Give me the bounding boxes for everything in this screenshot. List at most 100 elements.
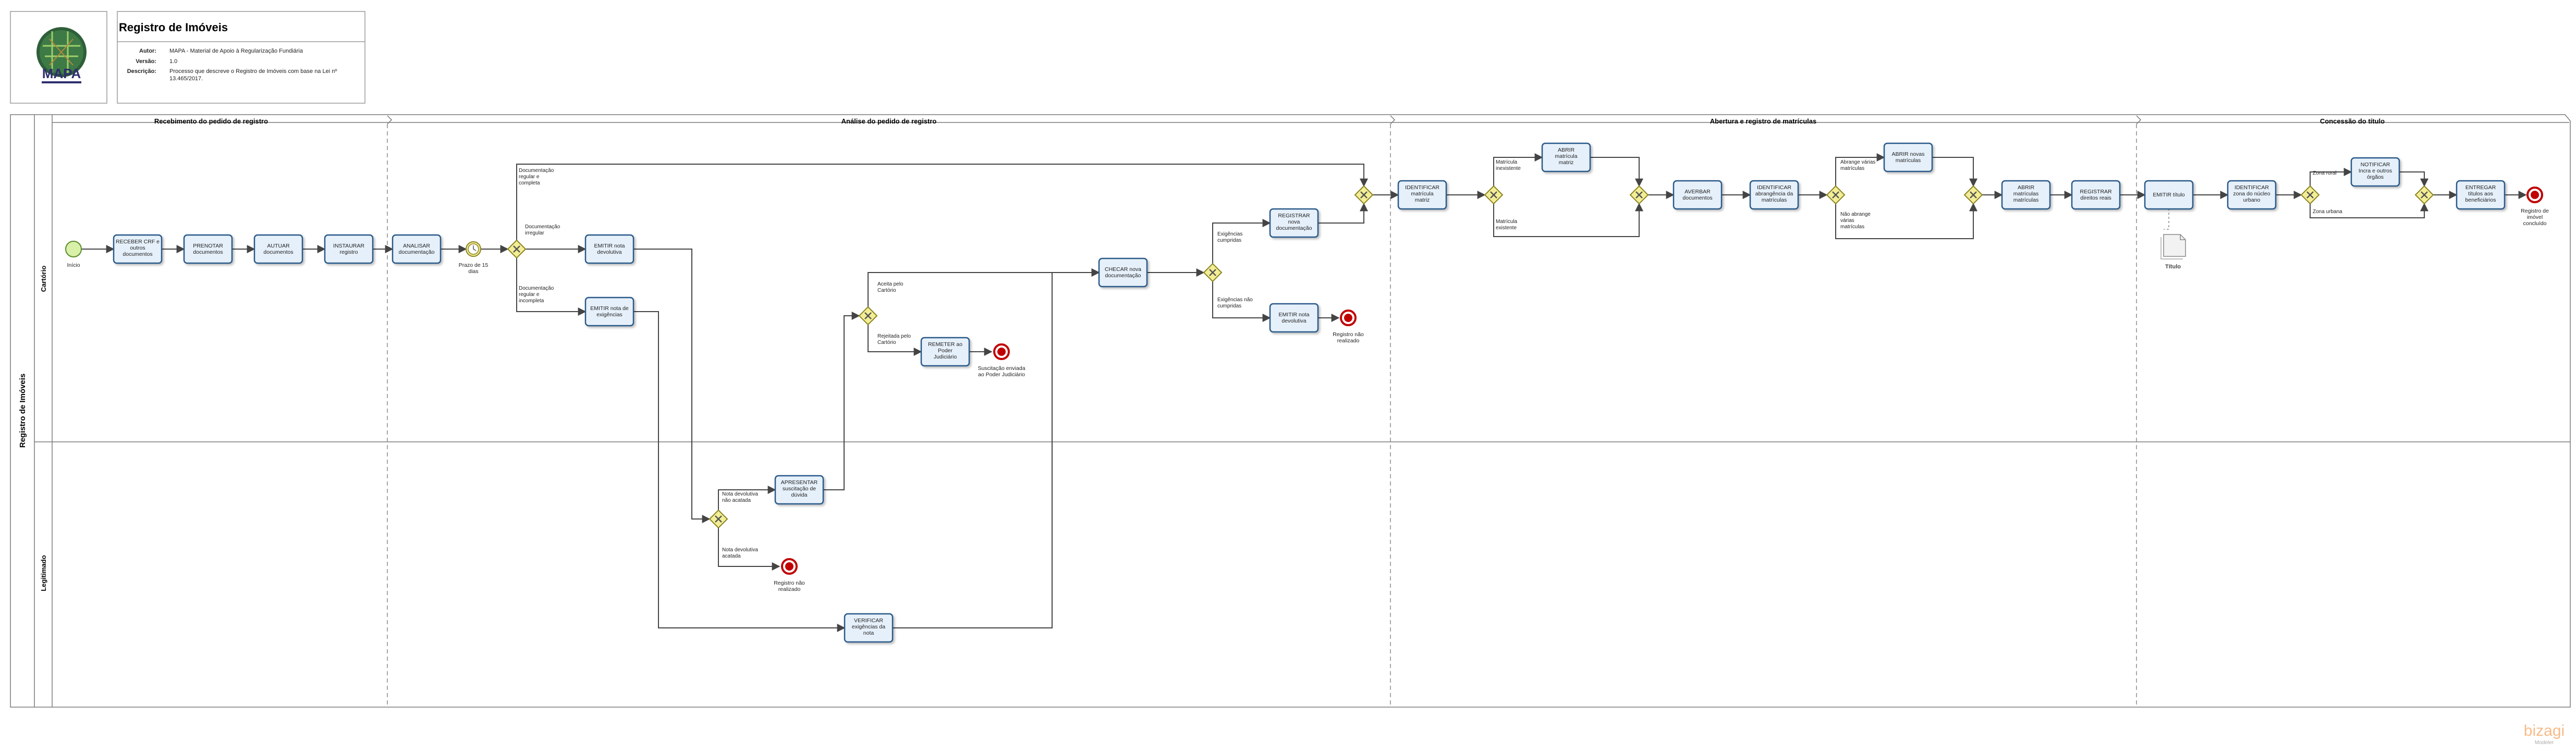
mapa-logo: MAPA [36, 27, 87, 83]
sequence-flows [81, 153, 2527, 632]
phase-abertura: Abertura e registro de matrículas [1710, 117, 1816, 125]
description-line-1: Processo que descreve o Registro de Imóv… [169, 68, 337, 75]
document-artifact-label: Título [2165, 264, 2181, 270]
gateway-suscitacao[interactable] [858, 306, 878, 326]
label-zona-rural: Zona rural [2313, 170, 2337, 176]
end-concluido[interactable] [2526, 187, 2543, 203]
description-line-2: 13.465/2017. [169, 76, 203, 82]
pool: Registro de Imóveis Cartório Legitimado [10, 114, 2571, 708]
label-zona-urbana: Zona urbana [2313, 209, 2342, 215]
process-title: Registro de Imóveis [119, 21, 228, 34]
gateway-matricula[interactable] [1484, 185, 1504, 205]
gateway-merge-analise[interactable] [1354, 185, 1374, 205]
lane-legitimado: Legitimado [40, 555, 47, 591]
gateways [507, 185, 2434, 529]
gateway-abrangencia[interactable] [1826, 185, 1846, 205]
gateway-nota-devolutiva[interactable] [709, 509, 728, 529]
end-suscitacao[interactable] [993, 343, 1010, 360]
start-event-label: Início [67, 262, 80, 268]
gateway-merge-matricula[interactable] [1629, 185, 1649, 205]
author-value: MAPA - Material de Apoio à Regularização… [169, 48, 303, 54]
timer-event[interactable] [466, 241, 481, 257]
header: MAPA Registro de Imóveis Autor: MAPA - M… [10, 11, 365, 104]
start-event[interactable] [65, 241, 82, 257]
pool-frame [10, 114, 2571, 708]
header-frame [117, 11, 365, 104]
phases: Recebimento do pedido de registro Anális… [154, 115, 2385, 707]
end-nao-realizado-cartorio[interactable] [1340, 310, 1357, 326]
bizagi-logo: bizagi [2524, 722, 2565, 739]
end-nao-realizado-legitimado[interactable] [781, 558, 798, 575]
bizagi-watermark: bizagi Modeler [2524, 722, 2565, 746]
svg-text:EMITIR título: EMITIR título [2153, 192, 2184, 198]
gateway-merge-abrangencia[interactable] [1963, 185, 1983, 205]
author-label: Autor: [139, 48, 156, 54]
task-emitir-titulo[interactable]: EMITIR título [2144, 180, 2194, 210]
gateway-exigencias[interactable] [1203, 263, 1223, 282]
gateway-documentacao[interactable] [507, 239, 527, 259]
document-artifact[interactable] [2160, 234, 2186, 259]
gateway-merge-zona[interactable] [2414, 185, 2434, 205]
gateway-zona[interactable] [2300, 185, 2320, 205]
lane-cartorio: Cartório [40, 266, 47, 292]
phase-analise: Análise do pedido de registro [841, 117, 937, 125]
